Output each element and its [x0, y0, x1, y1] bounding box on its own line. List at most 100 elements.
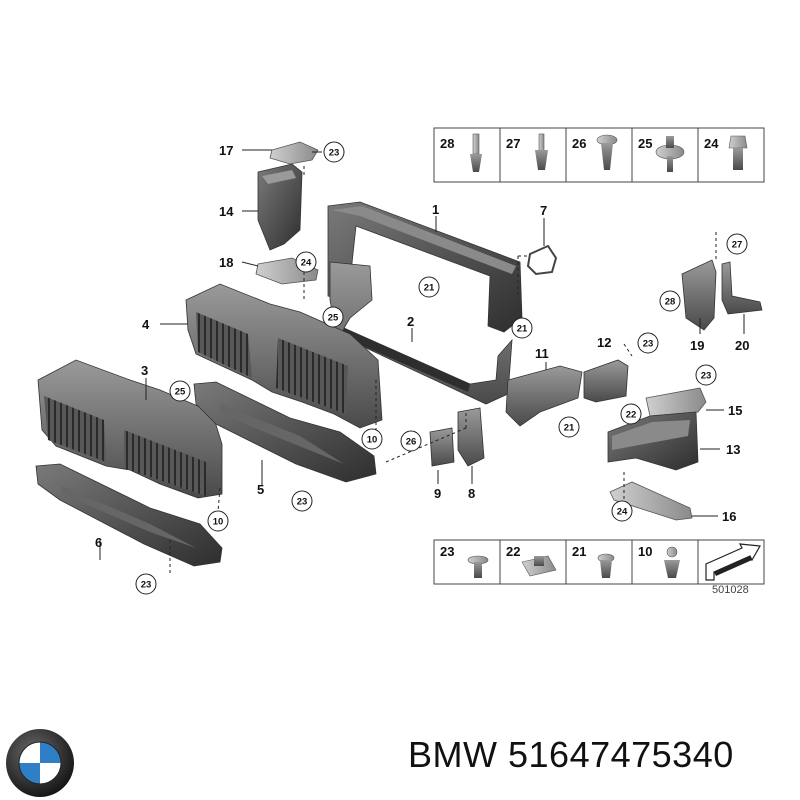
- circled-callout: 28: [659, 290, 681, 312]
- circled-callout: 10: [207, 510, 229, 532]
- callout-17: 17: [219, 143, 233, 158]
- part-9-bracket: [429, 427, 455, 467]
- svg-text:23: 23: [141, 580, 152, 591]
- circled-callout: 21: [558, 416, 580, 438]
- fastener-box-bottom: 23 22 21 10: [433, 539, 765, 585]
- bmw-logo: [6, 729, 74, 797]
- part-12-air-duct: [583, 359, 629, 403]
- circled-callout: 23: [323, 141, 345, 163]
- circled-callout: 23: [695, 364, 717, 386]
- diagram-code: 501028: [712, 584, 749, 596]
- circled-callout: 23: [637, 332, 659, 354]
- svg-text:28: 28: [665, 297, 676, 308]
- box-top-label-25: 25: [638, 136, 652, 151]
- svg-text:25: 25: [328, 313, 339, 324]
- part-7-seal: [526, 244, 558, 276]
- callout-3: 3: [141, 363, 148, 378]
- part-callouts: 1 2 3 4 5 6 7 8 9 11 12 13 14 15 16 17 1…: [95, 143, 749, 550]
- part-13-air-duct: [607, 411, 699, 471]
- svg-text:24: 24: [301, 258, 312, 269]
- leader-lines: [99, 149, 745, 574]
- part-5-lower-trim: [193, 381, 377, 483]
- callout-6: 6: [95, 535, 102, 550]
- circled-callout: 22: [620, 403, 642, 425]
- circled-callout: 25: [169, 380, 191, 402]
- circled-callout: 25: [322, 306, 344, 328]
- part-15-bracket: [645, 387, 707, 417]
- callout-19: 19: [690, 338, 704, 353]
- svg-text:23: 23: [643, 339, 654, 350]
- svg-text:21: 21: [564, 423, 575, 434]
- box-bottom-label-23: 23: [440, 544, 454, 559]
- circled-callout: 24: [295, 251, 317, 273]
- box-top-label-27: 27: [506, 136, 520, 151]
- part-number: 51647475340: [508, 734, 734, 775]
- fastener-26-icon: [596, 134, 618, 170]
- circled-callout: 27: [726, 233, 748, 255]
- callout-12: 12: [597, 335, 611, 350]
- callout-18: 18: [219, 255, 233, 270]
- callout-9: 9: [434, 486, 441, 501]
- box-top-label-28: 28: [440, 136, 454, 151]
- fastener-28-icon: [470, 133, 482, 172]
- fastener-22-icon: [521, 555, 557, 577]
- part-14-air-duct: [257, 163, 303, 251]
- svg-text:26: 26: [406, 437, 417, 448]
- box-bottom-label-22: 22: [506, 544, 520, 559]
- callout-7: 7: [540, 203, 547, 218]
- box-bottom-label-21: 21: [572, 544, 586, 559]
- fastener-25-icon: [655, 136, 685, 172]
- callout-4: 4: [142, 317, 150, 332]
- fastener-box-top: 28 27 26 25 24: [433, 127, 765, 183]
- callout-2: 2: [407, 314, 414, 329]
- fastener-23-icon: [467, 555, 489, 578]
- circled-callout: 21: [418, 276, 440, 298]
- callout-1: 1: [432, 202, 439, 217]
- callout-15: 15: [728, 403, 742, 418]
- fastener-10-icon: [664, 546, 680, 578]
- svg-text:21: 21: [517, 324, 528, 335]
- svg-text:10: 10: [213, 517, 224, 528]
- part-caption: BMW 51647475340: [408, 734, 734, 776]
- part-19-air-duct: [681, 259, 717, 331]
- fastener-27-icon: [535, 133, 548, 170]
- circled-callouts: 23 24 21 21 25 23 25 10 26 21 23 22 10 2…: [135, 141, 748, 595]
- part-8-bracket: [457, 407, 485, 467]
- svg-text:22: 22: [626, 410, 637, 421]
- svg-text:27: 27: [732, 240, 743, 251]
- circled-callout: 23: [135, 573, 157, 595]
- circled-callout: 23: [291, 490, 313, 512]
- callout-20: 20: [735, 338, 749, 353]
- callout-16: 16: [722, 509, 736, 524]
- front-direction-arrow-icon: [705, 543, 761, 581]
- part-17-bracket: [269, 141, 319, 165]
- callout-11: 11: [535, 346, 549, 361]
- circled-callout: 10: [361, 428, 383, 450]
- circled-callout: 26: [400, 430, 422, 452]
- part-11-air-duct: [505, 365, 583, 427]
- brand-name: BMW: [408, 734, 498, 775]
- circled-callout: 24: [611, 500, 633, 522]
- part-16-bracket: [609, 481, 693, 521]
- svg-text:25: 25: [175, 387, 186, 398]
- svg-text:24: 24: [617, 507, 628, 518]
- part-4-upper-grille: [185, 283, 383, 429]
- svg-text:21: 21: [424, 283, 435, 294]
- part-6-bottom-trim: [35, 463, 223, 567]
- svg-text:23: 23: [297, 497, 308, 508]
- fastener-21-icon: [597, 553, 615, 578]
- callout-5: 5: [257, 482, 264, 497]
- box-top-label-26: 26: [572, 136, 586, 151]
- fastener-24-icon: [728, 135, 748, 170]
- callout-13: 13: [726, 442, 740, 457]
- circled-callout: 21: [511, 317, 533, 339]
- box-bottom-label-10: 10: [638, 544, 652, 559]
- part-3-front-grille: [37, 359, 223, 499]
- callout-8: 8: [468, 486, 475, 501]
- svg-text:23: 23: [701, 371, 712, 382]
- callout-14: 14: [219, 204, 234, 219]
- svg-text:10: 10: [367, 435, 378, 446]
- part-20-seal: [721, 261, 763, 315]
- svg-text:23: 23: [329, 148, 340, 159]
